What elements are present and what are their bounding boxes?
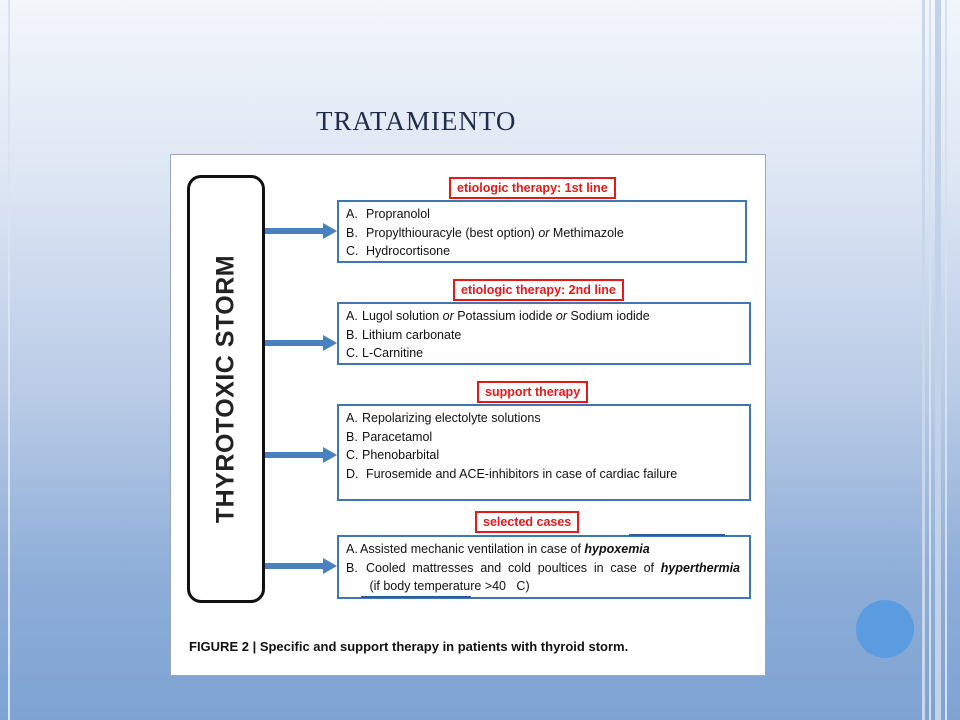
list-item: B. Cooled mattresses and cold poultices … — [346, 560, 740, 594]
accent-circle — [856, 600, 914, 658]
group-1-label: etiologic therapy: 1st line — [449, 177, 616, 199]
item-marker: D. — [346, 466, 359, 481]
item-marker: B. — [346, 429, 358, 444]
thyrotoxic-storm-box: THYROTOXIC STORM — [187, 175, 265, 603]
slide-right-frame — [920, 0, 960, 720]
slide-left-rule — [8, 0, 10, 720]
group-2-box: A. Lugol solution or Potassium iodide or… — [337, 302, 751, 365]
group-1-box: A. Propranolol B. Propylthiouracyle (bes… — [337, 200, 747, 263]
figure-caption: FIGURE 2 | Specific and support therapy … — [189, 639, 629, 654]
item-marker: A. — [346, 309, 358, 323]
group-4-label: selected cases — [475, 511, 580, 533]
item-marker: B. — [346, 225, 358, 240]
slide-title: TRATAMIENTO — [316, 106, 517, 136]
list-item: C. Hydrocortisone — [346, 242, 740, 261]
item-marker: C. — [346, 448, 359, 462]
item-marker: B. — [346, 327, 358, 342]
arrow-group-3 — [265, 447, 337, 463]
arrow-group-2 — [265, 335, 337, 351]
item-marker: C. — [346, 244, 359, 258]
therapy-figure: THYROTOXIC STORM etiologic therapy: 1st … — [170, 154, 766, 676]
list-item: B. Paracetamol — [346, 428, 744, 447]
list-item: A. Assisted mechanic ventilation in case… — [346, 540, 744, 559]
item-marker: A. — [346, 542, 358, 556]
list-item: C. L-Carnitine — [346, 344, 744, 363]
item-marker: A. — [346, 411, 358, 425]
item-marker: B. — [346, 560, 358, 575]
arrow-group-4 — [265, 558, 337, 574]
group-3-box: A. Repolarizing electolyte solutions B. … — [337, 404, 751, 501]
item-marker: C. — [346, 346, 359, 360]
group-3-label: support therapy — [477, 381, 589, 403]
arrow-group-1 — [265, 223, 337, 239]
list-item: A. Propranolol — [346, 205, 740, 224]
list-item: C. Phenobarbital — [346, 446, 744, 465]
arrows-layer — [265, 223, 337, 574]
list-item: B. Propylthiouracyle (best option) or Me… — [346, 224, 740, 243]
list-item: A. Lugol solution or Potassium iodide or… — [346, 307, 744, 326]
list-item: D. Furosemide and ACE-inhibitors in case… — [346, 465, 744, 484]
hyperthermia-underline — [361, 596, 471, 598]
list-item: B. Lithium carbonate — [346, 326, 744, 345]
group-2-label: etiologic therapy: 2nd line — [453, 279, 624, 301]
group-4-box: A. Assisted mechanic ventilation in case… — [337, 535, 751, 599]
list-item: A. Repolarizing electolyte solutions — [346, 409, 744, 428]
hypoxemia-underline — [629, 534, 725, 536]
item-marker: A. — [346, 207, 358, 221]
